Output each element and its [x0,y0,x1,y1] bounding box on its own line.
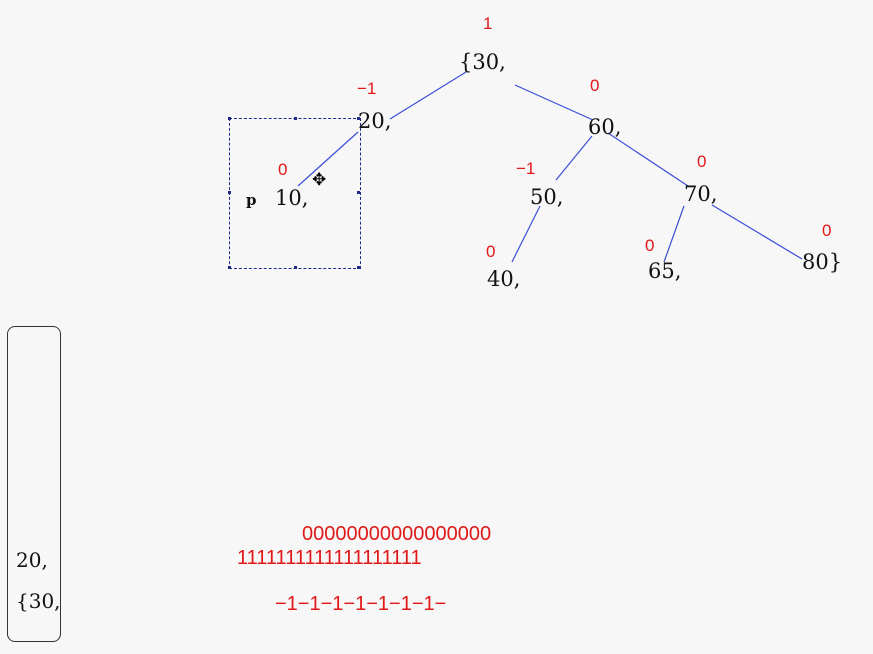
tree-node-20: 20, [358,109,392,133]
move-cursor-icon: ✥ [312,170,327,190]
balance-factor-80: 0 [822,221,832,240]
balance-factor-30: 1 [483,14,493,33]
selection-handle[interactable] [228,117,231,120]
scribble-zeros: 00000000000000000 [302,523,492,545]
balance-factor-40: 0 [486,242,496,261]
scribble-ones: 1111111111111111111 [237,547,422,569]
scribble-minus-ones: −1−1−1−1−1−1−1− [275,593,447,615]
balance-factor-60: 0 [590,76,600,95]
selection-handle[interactable] [228,191,231,194]
tree-node-70: 70, [684,182,718,206]
selection-handle[interactable] [357,266,360,269]
balance-factor-20: −1 [357,79,377,98]
edge-30-20 [389,71,467,120]
stack-item: {30, [16,589,61,613]
edge-60-70 [607,132,689,187]
balance-factor-65: 0 [645,236,655,255]
selection-handle[interactable] [294,117,297,120]
tree-node-80: 80} [802,250,843,274]
selection-handle[interactable] [228,266,231,269]
tree-node-10[interactable]: 10, [275,186,309,210]
balance-factor-50: −1 [516,159,536,178]
balance-factor-70: 0 [697,152,707,171]
edge-50-40 [511,205,541,263]
selection-handle[interactable] [357,191,360,194]
tree-node-60: 60, [588,115,622,139]
edge-30-60 [514,84,594,121]
tree-node-40: 40, [487,267,521,291]
stack-panel: 20, {30, [7,326,61,642]
tree-node-30: {30, [459,50,506,74]
pointer-label: p [246,191,257,209]
stack-item: 20, [16,548,48,572]
edge-60-50 [555,135,593,181]
selection-handle[interactable] [294,266,297,269]
edge-70-65 [663,205,685,263]
tree-node-50: 50, [530,185,564,209]
edge-70-80 [711,204,803,260]
edge-20-10 [297,131,359,187]
selection-handle[interactable] [357,117,360,120]
tree-node-65: 65, [648,259,682,283]
balance-factor-10: 0 [278,160,288,179]
